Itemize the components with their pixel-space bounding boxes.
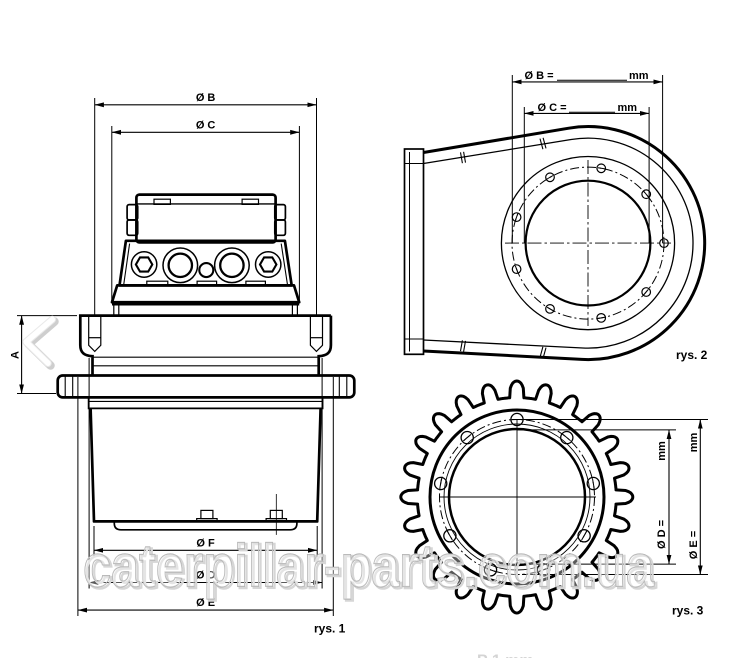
svg-text:Ø E =: Ø E =: [688, 531, 700, 559]
svg-text:A: A: [10, 351, 22, 359]
svg-text:caterpillar-parts.com.ua: caterpillar-parts.com.ua: [85, 534, 657, 601]
svg-text:rys. 2: rys. 2: [676, 348, 708, 362]
svg-text:Ø D: Ø D: [196, 569, 216, 581]
svg-text:P 1 mm: P 1 mm: [477, 653, 534, 658]
svg-text:rys. 1: rys. 1: [314, 622, 346, 636]
svg-text:Ø F: Ø F: [196, 537, 215, 549]
svg-text:Ø D =: Ø D =: [656, 520, 668, 549]
svg-text:mm: mm: [656, 441, 668, 461]
svg-text:mm: mm: [618, 102, 638, 114]
svg-text:Ø B =: Ø B =: [525, 70, 554, 82]
svg-text:Ø C =: Ø C =: [538, 102, 567, 114]
svg-text:Ø B: Ø B: [196, 92, 216, 104]
svg-text:Ø E: Ø E: [196, 597, 215, 609]
svg-text:Ø C: Ø C: [196, 120, 216, 132]
svg-text:caterpillar-parts.com.ua: caterpillar-parts.com.ua: [83, 533, 655, 600]
svg-text:mm: mm: [629, 70, 649, 82]
svg-text:mm: mm: [688, 433, 700, 453]
svg-text:rys. 3: rys. 3: [672, 604, 704, 618]
